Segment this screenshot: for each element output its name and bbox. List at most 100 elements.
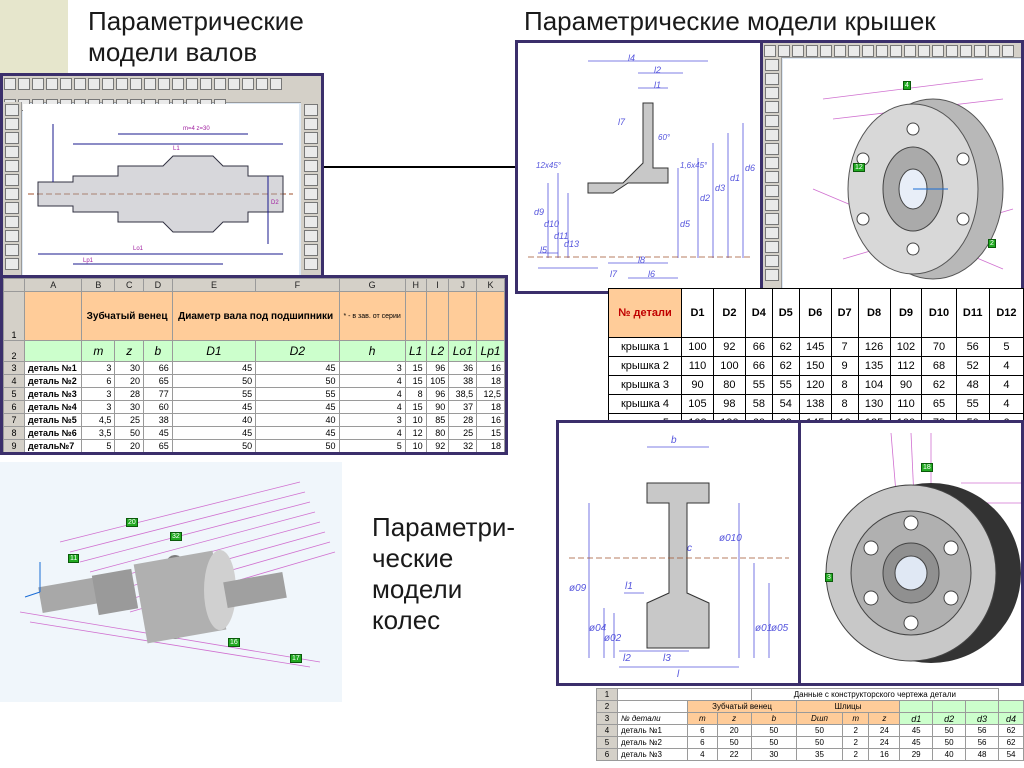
row-number[interactable]: 3 <box>3 361 25 375</box>
lid-column-header[interactable]: D10 <box>921 288 957 338</box>
table-cell[interactable]: 105 <box>681 394 714 414</box>
table-cell[interactable]: 30 <box>114 400 145 414</box>
table-cell[interactable]: 45 <box>255 426 340 440</box>
part-name[interactable]: деталь №2 <box>23 374 83 388</box>
table-cell[interactable] <box>82 453 115 456</box>
splines-group-header[interactable]: Шлицы <box>795 700 901 713</box>
table-cell[interactable]: 32 <box>448 439 478 452</box>
param-header[interactable]: z <box>868 712 901 725</box>
column-header[interactable]: K <box>476 278 505 292</box>
table-cell[interactable] <box>426 453 449 456</box>
part-name[interactable]: деталь №1 <box>616 724 689 737</box>
table-cell[interactable]: 28 <box>114 387 145 401</box>
table-cell[interactable]: 38 <box>143 413 173 427</box>
table-cell[interactable]: 56 <box>965 724 1000 737</box>
table-cell[interactable]: 3 <box>81 361 116 375</box>
table-cell[interactable]: 50 <box>795 724 844 737</box>
table-cell[interactable]: 110 <box>889 394 923 414</box>
shaft-cad-left-tools[interactable] <box>3 102 22 277</box>
table-cell[interactable]: 2 <box>842 736 870 749</box>
table-cell[interactable]: 6 <box>687 724 718 737</box>
row-number[interactable]: 1 <box>3 291 25 341</box>
param-header[interactable]: D2 <box>255 340 340 362</box>
dimension-tag[interactable]: 17 <box>290 654 302 663</box>
part-name[interactable]: деталь №3 <box>616 748 689 761</box>
table-cell[interactable]: 4 <box>338 400 406 414</box>
table-cell[interactable]: 45 <box>255 400 340 414</box>
table-cell[interactable]: 100 <box>712 356 746 376</box>
table-cell[interactable]: 48 <box>955 375 990 395</box>
table-cell[interactable]: 8 <box>404 387 427 401</box>
param-header[interactable]: b <box>143 340 173 362</box>
table-cell[interactable]: 50 <box>750 736 797 749</box>
row-number[interactable]: 3 <box>596 712 618 725</box>
table-cell[interactable]: 126 <box>857 337 891 357</box>
dimension-tag[interactable]: 4 <box>903 81 911 90</box>
lid-column-header[interactable]: D2 <box>712 288 746 338</box>
table-cell[interactable]: 3 <box>338 413 406 427</box>
table-cell[interactable]: 90 <box>889 375 923 395</box>
table-cell[interactable]: 38 <box>448 374 478 388</box>
table-cell[interactable]: 5 <box>81 439 116 452</box>
row-number[interactable]: 7 <box>3 413 25 427</box>
table-cell[interactable]: 12 <box>404 426 427 440</box>
param-header[interactable]: d3 <box>965 712 1000 725</box>
table-cell[interactable]: 20 <box>114 439 145 452</box>
table-cell[interactable]: 65 <box>143 374 173 388</box>
column-header[interactable]: H <box>404 278 427 292</box>
table-cell[interactable]: 50 <box>932 724 967 737</box>
table-cell[interactable]: 98 <box>712 394 746 414</box>
table-cell[interactable]: 4 <box>338 374 406 388</box>
lid-name[interactable]: крышка 2 <box>608 356 682 376</box>
part-name[interactable]: деталь№7 <box>23 439 83 452</box>
lid-header-label[interactable]: № детали <box>608 288 682 338</box>
table-cell[interactable]: 16 <box>476 361 505 375</box>
row-number[interactable]: 5 <box>3 387 25 401</box>
table-cell[interactable]: 50 <box>795 736 844 749</box>
table-cell[interactable]: 90 <box>425 400 450 414</box>
row-number[interactable]: 4 <box>596 724 618 737</box>
table-cell[interactable]: 4 <box>988 356 1024 376</box>
column-header[interactable]: C <box>114 278 145 292</box>
table-cell[interactable]: 66 <box>744 356 773 376</box>
column-header[interactable]: E <box>171 278 257 292</box>
table-cell[interactable] <box>25 453 82 456</box>
row-number[interactable]: 8 <box>3 426 25 440</box>
row-number[interactable]: 10 <box>4 453 25 456</box>
lid-column-header[interactable]: D8 <box>857 288 891 338</box>
table-cell[interactable]: 4,5 <box>81 413 116 427</box>
table-cell[interactable]: 52 <box>955 356 990 376</box>
table-cell[interactable]: 56 <box>965 736 1000 749</box>
dimension-tag[interactable]: 16 <box>228 638 240 647</box>
table-cell[interactable]: 3 <box>338 361 406 375</box>
table-cell[interactable]: 96 <box>425 387 450 401</box>
table-cell[interactable]: 54 <box>998 748 1024 761</box>
table-cell[interactable]: 45 <box>171 426 257 440</box>
dimension-tag[interactable]: 11 <box>68 554 80 563</box>
row-number[interactable]: 4 <box>3 374 25 388</box>
table-cell[interactable]: 66 <box>744 337 773 357</box>
table-cell[interactable]: 105 <box>425 374 450 388</box>
table-cell[interactable]: 45 <box>255 361 340 375</box>
table-cell[interactable]: 25 <box>114 413 145 427</box>
table-cell[interactable]: 55 <box>255 387 340 401</box>
param-header[interactable]: z <box>114 340 145 362</box>
lid-column-header[interactable]: D1 <box>681 288 714 338</box>
table-cell[interactable]: 45 <box>899 724 934 737</box>
wheel-table-title[interactable]: Данные с конструкторского чертежа детали <box>750 688 1000 701</box>
table-cell[interactable] <box>477 453 505 456</box>
param-header[interactable]: Dшп <box>795 712 844 725</box>
table-cell[interactable]: 92 <box>425 439 450 452</box>
table-cell[interactable]: 45 <box>171 400 257 414</box>
table-cell[interactable]: 16 <box>868 748 901 761</box>
series-note[interactable]: * - в зав. от серии <box>338 291 406 341</box>
table-cell[interactable] <box>256 453 339 456</box>
param-header[interactable]: d2 <box>932 712 967 725</box>
table-cell[interactable]: 6 <box>81 374 116 388</box>
table-cell[interactable]: 22 <box>716 748 752 761</box>
row-number[interactable]: 5 <box>596 736 618 749</box>
column-header[interactable]: F <box>255 278 340 292</box>
table-cell[interactable]: 96 <box>425 361 450 375</box>
table-cell[interactable]: 80 <box>425 426 450 440</box>
table-cell[interactable]: 102 <box>889 337 923 357</box>
